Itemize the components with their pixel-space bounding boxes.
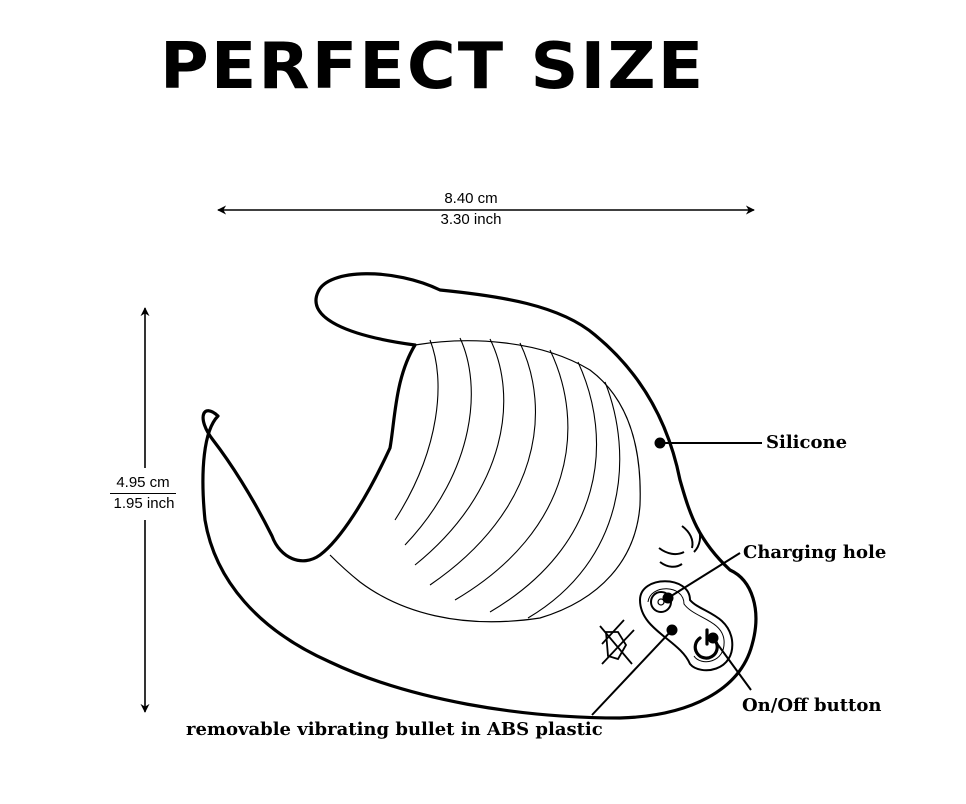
vibration-symbol [658, 525, 702, 568]
charging-hole-callout: Charging hole [743, 542, 887, 563]
charging-hole-dot [657, 598, 665, 606]
power-icon [693, 628, 719, 660]
height-cm-label: 4.95 cm [116, 474, 170, 491]
sleeve-ribs [394, 337, 621, 619]
page-title: PERFECT SIZE [160, 30, 706, 104]
height-inch-label: 1.95 inch [113, 495, 175, 512]
sleeve-inner-outline [329, 340, 641, 623]
recycle-bin-icon [599, 619, 635, 665]
control-panel [638, 580, 734, 672]
width-cm-label: 8.40 cm [444, 190, 498, 207]
device-outline [201, 272, 758, 720]
control-panel-inner [647, 588, 725, 663]
on-off-button-callout: On/Off button [742, 695, 882, 716]
bullet-callout: removable vibrating bullet in ABS plasti… [186, 719, 603, 740]
height-label-divider [110, 493, 176, 494]
width-inch-label: 3.30 inch [440, 211, 502, 228]
callout-leaders [591, 437, 762, 716]
silicone-callout: Silicone [766, 432, 848, 453]
